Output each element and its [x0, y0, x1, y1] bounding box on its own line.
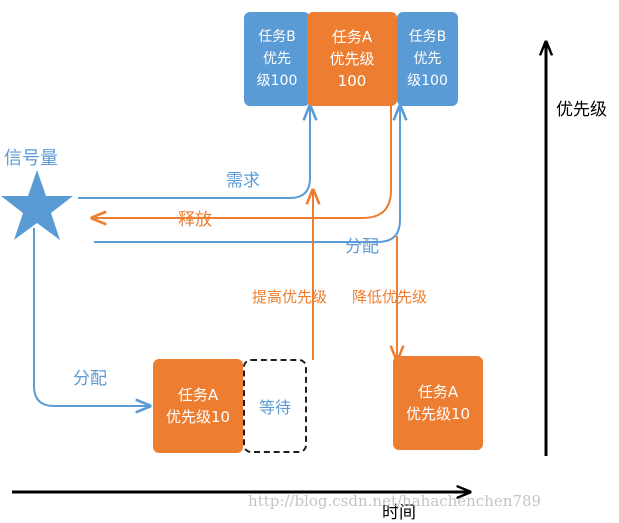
- task-b-right-box: 任务B 优先 级100: [397, 12, 458, 106]
- lower-priority-label: 降低优先级: [352, 288, 428, 306]
- release-label: 释放: [178, 210, 212, 230]
- request-label: 需求: [226, 171, 260, 191]
- priority-axis-label: 优先级: [556, 100, 607, 120]
- assign-left-arrow: [33, 228, 150, 406]
- assign-top-arrow: [94, 106, 400, 243]
- watermark: http://blog.csdn.net/hahachenchen789: [248, 492, 542, 510]
- wait-box: 等待: [243, 359, 307, 453]
- task-a-top-box: 任务A 优先级 100: [307, 12, 397, 106]
- semaphore-label: 信号量: [4, 148, 58, 169]
- time-axis-label: 时间: [382, 503, 416, 523]
- request-arrow: [78, 106, 310, 199]
- task-b-left-box: 任务B 优先 级100: [244, 12, 310, 106]
- assign-left-label: 分配: [73, 369, 107, 389]
- task-a-first-box: 任务A 优先级10: [153, 359, 243, 453]
- release-arrow: [92, 106, 392, 218]
- assign-top-label: 分配: [345, 237, 379, 257]
- task-a-second-box: 任务A 优先级10: [393, 356, 483, 450]
- raise-priority-label: 提高优先级: [252, 288, 328, 306]
- semaphore-star-icon: [1, 170, 73, 240]
